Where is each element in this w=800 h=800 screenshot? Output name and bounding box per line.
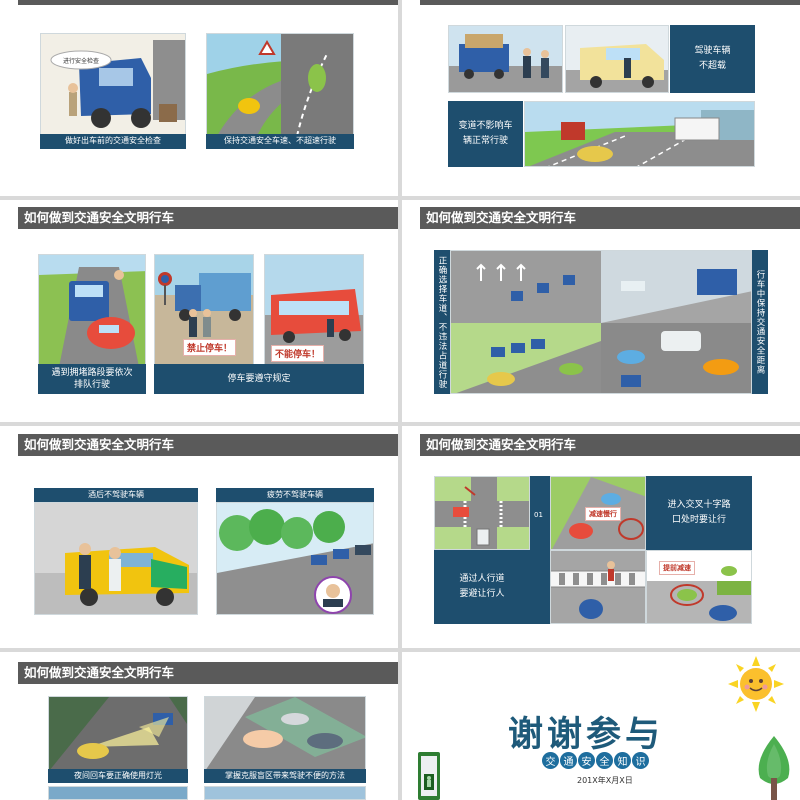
illustration-partial-2 (204, 786, 366, 800)
slide-header: 如何做到交通安全文明行车 (420, 207, 800, 229)
illustration-early-slowdown: 提前减速 (646, 550, 752, 624)
slide-header: 如何做到交通安全文明行车 (420, 434, 800, 456)
sun-icon (728, 656, 784, 712)
slide-header-bar (18, 0, 398, 5)
subtitle-char: 识 (632, 752, 649, 769)
illustration-lane-selection (450, 250, 752, 394)
illustration-drunk-driving (34, 502, 198, 615)
slide-4[interactable]: 如何做到交通安全文明行车 正确选择车道、不违法占道行驶 (402, 200, 800, 422)
vertical-label-distance: 行车中保持交通安全距离 (752, 250, 768, 394)
slide-7[interactable]: 如何做到交通安全文明行车 夜间回车要正确使用灯光 掌握克服盲区带来驾驶不便的方法 (0, 652, 398, 800)
box-yield-intersection-text: 进入交叉十字路 口处时要让行 (667, 499, 731, 525)
subtitle-char: 全 (596, 752, 613, 769)
box-yield-pedestrians: 通过人行道 要避让行人 (434, 550, 530, 624)
box-no-overload: 驾驶车辆 不超载 (670, 25, 755, 93)
illustration-vehicle-inspection: 进行安全检查 (40, 33, 186, 135)
illustration-intersection-top (434, 476, 530, 550)
illustration-lane-change (524, 101, 755, 167)
vertical-label-lane: 正确选择车道、不违法占道行驶 (434, 250, 450, 394)
sign-no-parking-1: 禁止停车！ (183, 339, 237, 356)
slide-2[interactable]: 驾驶车辆 不超载 变道不影响车 辆正常行驶 (402, 0, 800, 196)
box-lane-change: 变道不影响车 辆正常行驶 (448, 101, 523, 167)
caption-blind-spot: 掌握克服盲区带来驾驶不便的方法 (204, 769, 366, 783)
caption-inspection: 做好出车前的交通安全检查 (40, 134, 186, 149)
slide-header: 如何做到交通安全文明行车 (18, 662, 398, 684)
sign-no-parking-2: 不能停车！ (271, 345, 325, 362)
illustration-blind-spot (204, 696, 366, 770)
slide-6[interactable]: 如何做到交通安全文明行车 01 02 减速慢行 进入交叉十字路 口处时要让行 通… (402, 426, 800, 648)
illustration-pedestrian-crossing (550, 550, 646, 624)
illustration-queue-traffic (38, 254, 146, 366)
thanks-title: 谢谢参与 (508, 715, 665, 755)
slide-1[interactable]: 进行安全检查 做好出车前的交通安全检查 保持交通安全车速、不超速行驶 (0, 0, 398, 196)
illustration-parking-rules-2: 不能停车！ (264, 254, 364, 366)
slide-header-bar (420, 0, 800, 5)
vertical-label-lane-text: 正确选择车道、不违法占道行驶 (437, 255, 447, 389)
step-number-1: 01 (534, 511, 543, 519)
illustration-night-lights (48, 696, 188, 770)
box-yield-intersection: 进入交叉十字路 口处时要让行 (646, 476, 752, 550)
slide-5[interactable]: 如何做到交通安全文明行车 酒后不驾驶车辆 疲劳不驾驶车辆 (0, 426, 398, 648)
illustration-partial-1 (48, 786, 188, 800)
caption-no-drunk-driving: 酒后不驾驶车辆 (34, 488, 198, 502)
caption-night-lights: 夜间回车要正确使用灯光 (48, 769, 188, 783)
illustration-parking-rules-1: 禁止停车！ (154, 254, 254, 366)
box-lane-change-text: 变道不影响车 辆正常行驶 (458, 120, 513, 146)
illustration-van-stop (565, 25, 669, 93)
label-slow-down: 减速慢行 (585, 507, 621, 521)
caption-parking: 停车要遵守规定 (154, 364, 364, 394)
subtitle-char: 知 (614, 752, 631, 769)
traffic-light-icon (416, 752, 442, 800)
box-no-overload-text: 驾驶车辆 不超载 (694, 45, 731, 71)
bubble-text: 进行安全检查 (63, 57, 99, 65)
illustration-safe-speed (206, 33, 354, 135)
slide-8[interactable]: 谢谢参与 交 通 安 全 知 识 201X年X月X日 (402, 652, 800, 800)
subtitle-row: 交 通 安 全 知 识 (542, 752, 649, 769)
slide-3[interactable]: 如何做到交通安全文明行车 遇到拥堵路段要依次 排队行驶 禁止停车！ (0, 200, 398, 422)
illustration-fatigue-driving (216, 502, 374, 615)
tree-icon (752, 734, 796, 800)
box-yield-pedestrians-text: 通过人行道 要避让行人 (459, 573, 505, 599)
illustration-overload-check (448, 25, 563, 93)
date-text: 201X年X月X日 (577, 776, 633, 785)
slide-header: 如何做到交通安全文明行车 (18, 207, 398, 229)
label-early-slowdown: 提前减速 (659, 561, 695, 575)
slide-header: 如何做到交通安全文明行车 (18, 434, 398, 456)
subtitle-char: 安 (578, 752, 595, 769)
caption-no-fatigue-driving: 疲劳不驾驶车辆 (216, 488, 374, 502)
caption-queue: 遇到拥堵路段要依次 排队行驶 (38, 364, 146, 394)
illustration-intersection-yield: 减速慢行 (550, 476, 646, 550)
subtitle-char: 通 (560, 752, 577, 769)
vertical-label-distance-text: 行车中保持交通安全距离 (755, 269, 765, 375)
box-numbers (530, 476, 550, 624)
caption-safe-speed: 保持交通安全车速、不超速行驶 (206, 134, 354, 149)
subtitle-char: 交 (542, 752, 559, 769)
